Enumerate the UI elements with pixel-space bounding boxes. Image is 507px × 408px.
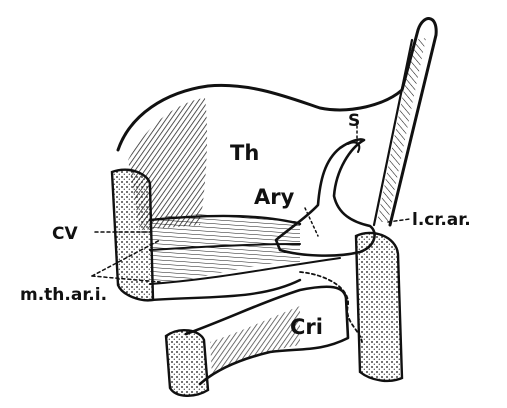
label-th: Th bbox=[230, 141, 259, 165]
label-l-cr-ar: l.cr.ar. bbox=[412, 210, 471, 230]
label-cv: CV bbox=[52, 224, 78, 244]
label-cri: Cri bbox=[290, 315, 323, 339]
label-m-th-ar-i: m.th.ar.i. bbox=[20, 285, 107, 305]
label-s: S bbox=[348, 111, 360, 131]
cricoid-cartilage bbox=[166, 287, 348, 396]
label-ary: Ary bbox=[254, 185, 295, 209]
